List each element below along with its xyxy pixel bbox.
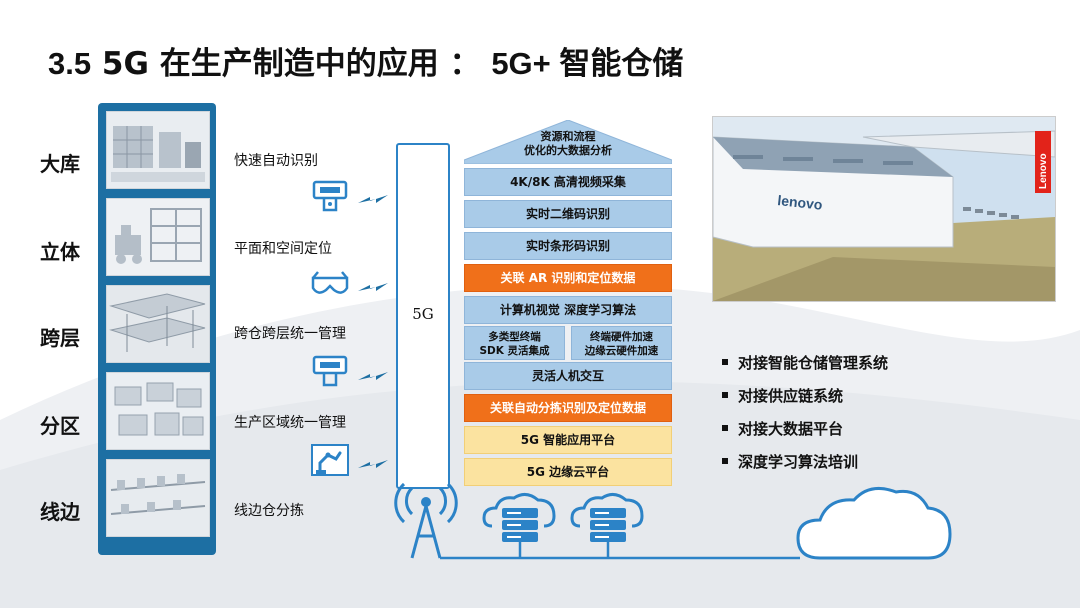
bullet-text: 对接大数据平台 — [738, 420, 844, 438]
roof-line: 资源和流程 — [540, 130, 596, 143]
scene-label: 立体 — [40, 240, 80, 264]
network-infrastructure — [394, 482, 952, 560]
bullet-dot — [722, 457, 728, 464]
scene-label: 大库 — [40, 152, 80, 176]
cell-tower-icon — [394, 482, 458, 559]
handheld-scanner-icon — [312, 355, 348, 387]
stack-layer-highlight: 关联 AR 识别和定位数据 — [464, 264, 672, 292]
bullet-text: 对接智能仓储管理系统 — [738, 354, 889, 372]
stack-layer: 实时二维码识别 — [464, 200, 672, 228]
multi-level-conveyor-image — [106, 285, 210, 363]
bullet-text: 深度学习算法培训 — [738, 453, 859, 471]
lenovo-facility-photo: lenovo Lenovo — [712, 116, 1056, 302]
function-label: 生产区域统一管理 — [234, 415, 346, 431]
wireless-signal-icon — [358, 195, 388, 203]
bullet-dot — [722, 358, 728, 365]
split-line: 终端硬件加速 — [590, 331, 653, 343]
stack-layer-platform: 5G 智能应用平台 — [464, 426, 672, 454]
scene-label: 线边 — [40, 500, 80, 524]
scene-label: 跨层 — [40, 326, 80, 350]
warehouse-shelving-image — [106, 111, 210, 189]
stack-split-right: 终端硬件加速 边缘云硬件加速 — [571, 326, 672, 360]
stack-layer-highlight: 关联自动分拣识别及定位数据 — [464, 394, 672, 422]
bullet-item: 深度学习算法培训 — [722, 451, 858, 472]
edge-server-cloud-icon — [570, 493, 644, 542]
5g-network-column: 5G — [396, 143, 450, 489]
edge-server-cloud-icon — [482, 493, 556, 542]
scene-thumbnail-column — [98, 103, 216, 555]
cloud-icon — [796, 486, 952, 560]
function-label: 线边仓分拣 — [234, 503, 304, 519]
wireless-signal-icon — [358, 283, 388, 291]
line-side-picking-image — [106, 459, 210, 537]
function-label: 快速自动识别 — [234, 153, 318, 169]
stack-layer: 计算机视觉 深度学习算法 — [464, 296, 672, 324]
split-line: 多类型终端 — [488, 331, 541, 343]
wireless-signal-icon — [358, 460, 388, 468]
lenovo-sign: Lenovo — [1038, 153, 1049, 189]
robot-arm-icon — [311, 444, 349, 476]
function-label: 平面和空间定位 — [234, 241, 332, 257]
split-line: 边缘云硬件加速 — [584, 345, 659, 357]
scanner-terminal-icon — [312, 180, 348, 212]
page-title: 3.5 5G 在生产制造中的应用 ： 5G+ 智能仓储 — [48, 38, 683, 83]
stack-layer-platform: 5G 边缘云平台 — [464, 458, 672, 486]
bullet-dot — [722, 391, 728, 398]
building-logo: lenovo — [777, 192, 824, 213]
bullet-item: 对接供应链系统 — [722, 385, 843, 406]
bullet-text: 对接供应链系统 — [738, 387, 844, 405]
wireless-signal-icon — [358, 372, 388, 380]
roof-text: 资源和流程 优化的大数据分析 — [464, 130, 672, 158]
title-highlight: 5G+ 智能仓储 — [491, 46, 684, 81]
function-label: 跨仓跨层统一管理 — [234, 326, 346, 342]
bullet-item: 对接智能仓储管理系统 — [722, 352, 888, 373]
stack-layer: 灵活人机交互 — [464, 362, 672, 390]
bullet-item: 对接大数据平台 — [722, 418, 843, 439]
5g-column-label: 5G — [412, 305, 434, 323]
stack-split-left: 多类型终端 SDK 灵活集成 — [464, 326, 565, 360]
roof-line: 优化的大数据分析 — [524, 144, 612, 157]
stack-layer: 4K/8K 高清视频采集 — [464, 168, 672, 196]
split-line: SDK 灵活集成 — [479, 345, 550, 357]
zoned-production-area-image — [106, 372, 210, 450]
scene-label: 分区 — [40, 414, 80, 438]
title-text: 5G 在生产制造中的应用 ： — [101, 46, 481, 82]
stack-roof — [464, 120, 672, 164]
title-number: 3.5 — [48, 46, 92, 81]
bullet-dot — [722, 424, 728, 431]
ar-glasses-icon — [311, 271, 349, 294]
stack-layer: 实时条形码识别 — [464, 232, 672, 260]
forklift-racks-image — [106, 198, 210, 276]
